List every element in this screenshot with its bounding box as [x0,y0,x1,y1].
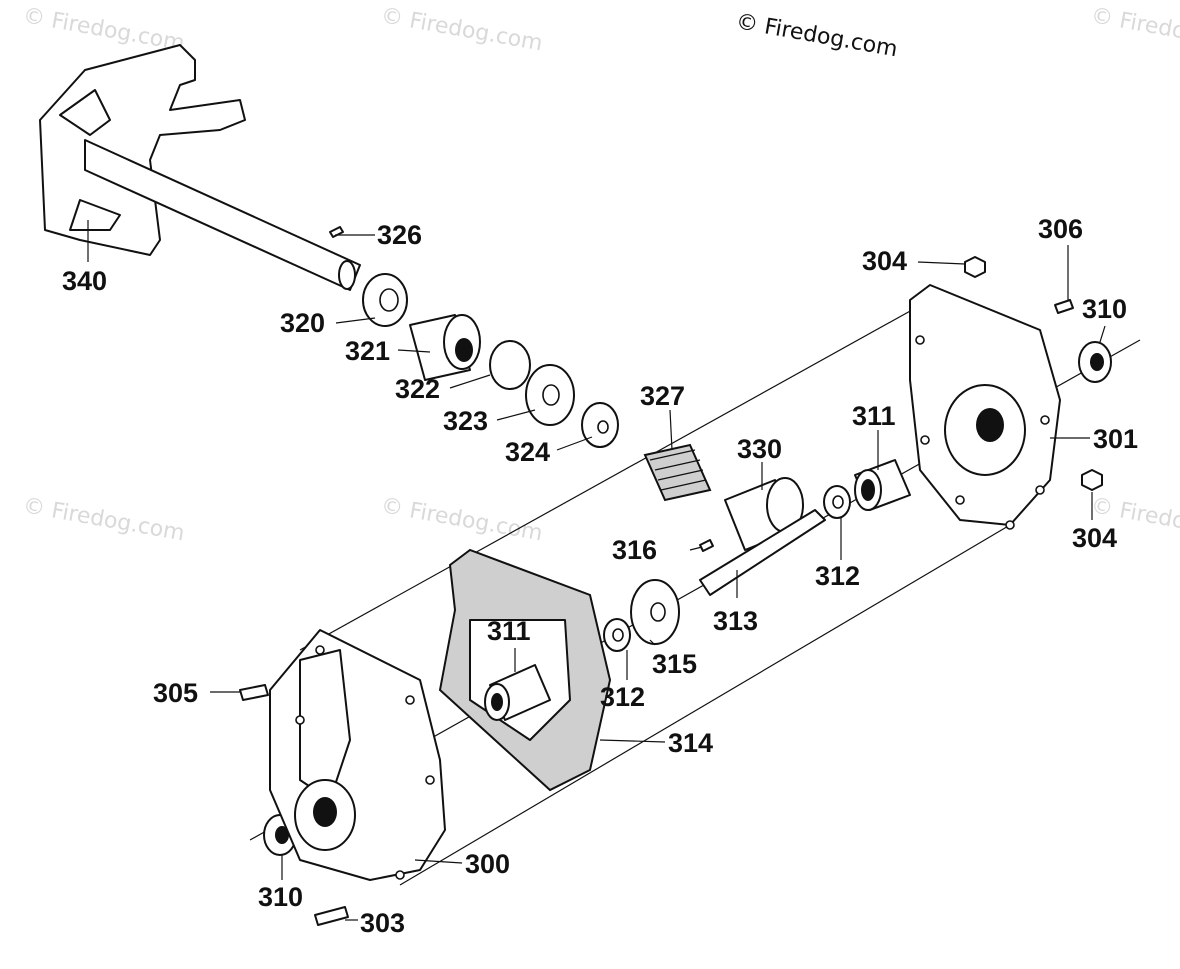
washer-312-left [603,618,631,652]
label-327: 327 [640,381,685,411]
label-311-left: 311 [487,616,531,646]
pin-326 [329,226,344,238]
label-312-right: 312 [815,561,860,591]
label-324: 324 [505,437,550,467]
worm-shaft-313 [699,509,826,596]
label-301: 301 [1093,424,1138,454]
label-310-left: 310 [258,882,303,912]
label-300: 300 [465,849,510,879]
washer-324 [581,402,619,448]
gear-housing-300 [269,629,446,881]
label-304-bottom: 304 [1072,523,1117,553]
watermark-top-right: © Firedog.com [1089,3,1180,56]
label-313: 313 [713,606,758,636]
washer-322 [489,340,531,390]
watermark-top-left: © Firedog.com [21,3,186,56]
bearing-311-left [484,664,551,721]
bolt-305 [239,684,269,701]
washer-320 [362,273,408,327]
label-323: 323 [443,406,488,436]
bushing-321 [409,314,481,381]
label-310-right: 310 [1082,294,1127,324]
gear-315 [630,579,680,645]
key-316 [699,539,714,552]
label-312-left: 312 [600,682,645,712]
label-330: 330 [737,434,782,464]
worm-gear-327 [643,443,712,502]
seal-310-right [1078,341,1112,383]
label-326: 326 [377,220,422,250]
washer-312-right [823,485,851,519]
auger-assembly-340 [39,44,361,291]
label-314: 314 [668,728,713,758]
bearing-311-right [854,459,911,511]
leader-lines [87,220,1106,921]
label-315: 315 [652,649,697,679]
gear-housing-301 [909,284,1061,530]
copyright-text: © Firedog.com [734,9,899,62]
label-320: 320 [280,308,325,338]
nut-304-top [964,256,986,278]
label-321: 321 [345,336,390,366]
part-labels: 340 326 320 321 322 323 324 327 330 311 … [62,214,1138,938]
bolt-303 [314,906,349,926]
label-306: 306 [1038,214,1083,244]
watermark-mid-center: © Firedog.com [379,493,544,546]
watermark-mid-left: © Firedog.com [21,493,186,546]
label-311-right: 311 [852,401,896,431]
thrust-bearing-323 [525,364,575,426]
label-305: 305 [153,678,198,708]
label-316: 316 [612,535,657,565]
fitting-306 [1054,299,1074,314]
watermark-top-center: © Firedog.com [379,3,544,56]
nut-304-bottom [1081,469,1103,491]
label-340: 340 [62,266,107,296]
label-303: 303 [360,908,405,938]
label-304-top: 304 [862,246,907,276]
label-322: 322 [395,374,440,404]
